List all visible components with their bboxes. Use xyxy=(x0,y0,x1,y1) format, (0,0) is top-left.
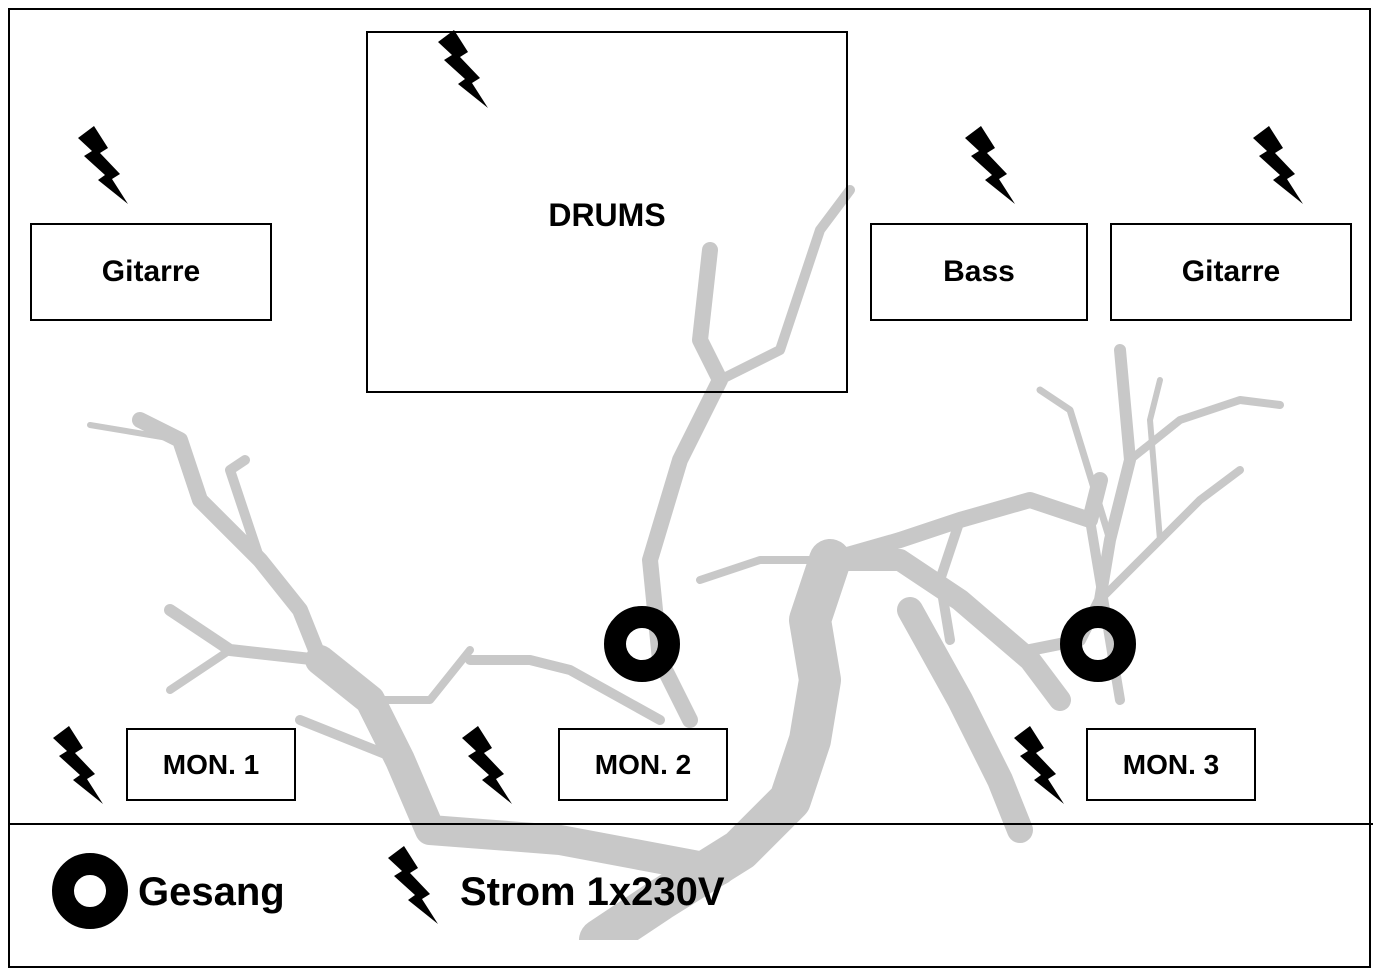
ring-microphone-icon xyxy=(604,606,680,682)
guitar-right-label: Gitarre xyxy=(1181,255,1281,288)
legend-ring-microphone-icon xyxy=(52,853,128,929)
guitar-right-box: Gitarre xyxy=(1110,223,1352,321)
lightning-bolt-icon xyxy=(438,30,488,108)
ring-microphone-icon xyxy=(1060,606,1136,682)
monitor-2-box: MON. 2 xyxy=(558,728,728,801)
drums-box: DRUMS xyxy=(366,31,848,393)
monitor-1-label: MON. 1 xyxy=(162,748,260,780)
monitor-3-label: MON. 3 xyxy=(1122,748,1220,780)
guitar-left-label: Gitarre xyxy=(101,255,201,288)
lightning-bolt-icon xyxy=(1014,726,1064,804)
lightning-bolt-icon xyxy=(462,726,512,804)
stage-plan: Gitarre DRUMS Bass Gitarre MON. 1 MON. 2… xyxy=(8,8,1373,968)
tree-background xyxy=(87,185,1284,940)
monitor-3-box: MON. 3 xyxy=(1086,728,1256,801)
bass-box: Bass xyxy=(870,223,1088,321)
drums-label: DRUMS xyxy=(548,197,666,233)
monitor-2-label: MON. 2 xyxy=(594,748,692,780)
legend-power-label: Strom 1x230V xyxy=(460,870,725,914)
bass-label: Bass xyxy=(943,255,1015,288)
lightning-bolt-icon xyxy=(53,726,103,804)
legend-lightning-bolt-icon xyxy=(388,846,438,924)
lightning-bolt-icon xyxy=(1253,126,1303,204)
lightning-bolt-icon xyxy=(965,126,1015,204)
legend-divider xyxy=(8,823,1373,825)
legend-vocals-label: Gesang xyxy=(138,870,285,914)
monitor-1-box: MON. 1 xyxy=(126,728,296,801)
guitar-left-box: Gitarre xyxy=(30,223,272,321)
lightning-bolt-icon xyxy=(78,126,128,204)
